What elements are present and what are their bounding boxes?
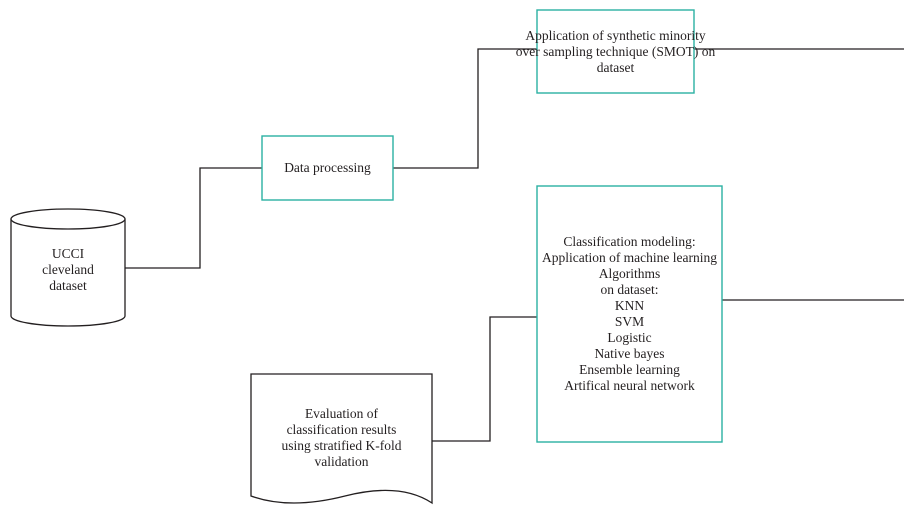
label-line: Application of synthetic minority [525, 27, 706, 43]
connector-evaluation-to-classification [432, 316, 537, 442]
label-line: UCCI [51, 246, 85, 261]
dataset-cylinder-node [10, 208, 126, 327]
label-line: Ensemble learning [579, 362, 680, 377]
cylinder-body [10, 219, 126, 327]
label-line: Data processing [284, 160, 371, 175]
label-line: Native bayes [594, 346, 665, 361]
label-line: cleveland [42, 262, 94, 277]
label-line: Application of machine learning [541, 250, 718, 265]
label-line: SVM [614, 314, 645, 329]
label-line: KNN [614, 298, 645, 313]
classification-box [536, 185, 723, 443]
label-line: dataset [596, 59, 635, 75]
connector-processing-to-smote [393, 48, 537, 169]
label-line: classification results [286, 422, 397, 437]
label-line: Logistic [607, 330, 652, 345]
connector-dataset-to-processing [125, 167, 262, 269]
data-processing-label: Data processing [262, 136, 393, 200]
smote-box [536, 9, 695, 94]
cylinder-top [10, 208, 126, 230]
evaluation-document-node [250, 373, 433, 505]
label-line: Classification modeling: [563, 234, 696, 249]
label-line: Artifical neural network [564, 378, 695, 393]
data-processing-box [261, 135, 394, 201]
classification-label: Classification modeling:Application of m… [537, 186, 722, 442]
label-line: using stratified K-fold [281, 438, 402, 453]
label-line: validation [314, 454, 369, 469]
label-line: on dataset: [600, 282, 659, 297]
label-line: dataset [49, 278, 87, 293]
label-line: Algorithms [598, 266, 661, 281]
label-line: Evaluation of [304, 406, 379, 421]
label-line: over sampling technique (SMOT) on [515, 43, 716, 59]
